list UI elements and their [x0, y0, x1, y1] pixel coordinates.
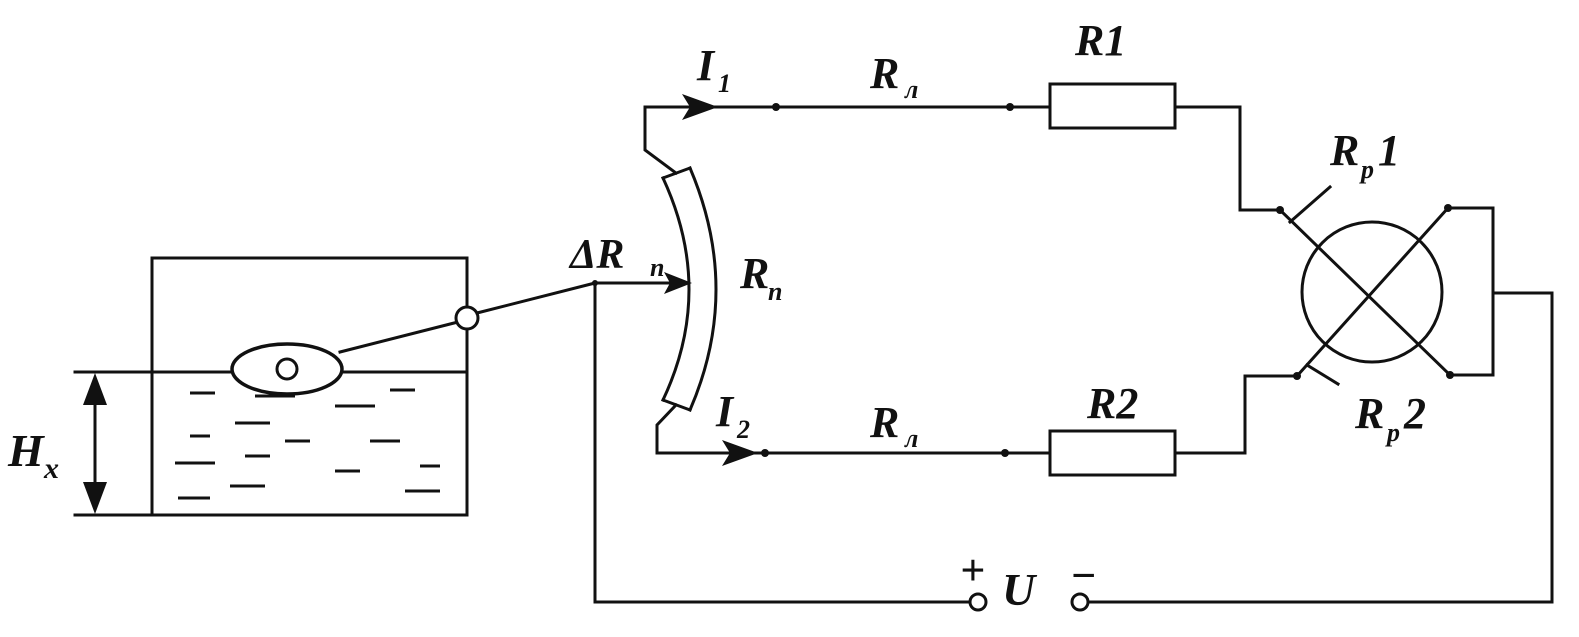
- delta-rp-subscript: п: [650, 253, 664, 282]
- potentiometer-rp: R п: [661, 166, 782, 412]
- r1-label: R1: [1074, 16, 1126, 65]
- resistor-r1: [1048, 82, 1177, 130]
- i1-label: I: [696, 41, 716, 90]
- hx-label: H: [7, 425, 45, 476]
- hx-subscript: x: [43, 452, 59, 485]
- minus-label: −: [1070, 551, 1097, 600]
- rr1-label: R: [1329, 126, 1359, 175]
- i1-subscript: 1: [718, 69, 731, 98]
- i2-subscript: 2: [736, 415, 750, 444]
- rr1-number: 1: [1378, 126, 1400, 175]
- liquid-dashes: [175, 388, 440, 500]
- rl-bottom-label: R: [869, 398, 899, 447]
- potentiometer-wiper: ΔR п: [568, 232, 692, 294]
- rr2-number: 2: [1403, 389, 1426, 438]
- rl-top-label: R: [869, 49, 899, 98]
- rl-top-subscript: л: [904, 75, 918, 104]
- ratiometer: R р 1 R р 2: [1276, 126, 1495, 447]
- supply-circuit: + U −: [593, 281, 1554, 615]
- rr1-subscript: р: [1359, 155, 1374, 184]
- u-label: U: [1002, 564, 1038, 615]
- liquid-tank: [73, 256, 597, 517]
- bottom-branch: I 2 R л R2: [655, 374, 1299, 477]
- rr2-subscript: р: [1385, 418, 1400, 447]
- rp-label: R: [739, 249, 769, 298]
- rr2-label: R: [1354, 389, 1384, 438]
- delta-rp-label: ΔR: [568, 232, 624, 278]
- plus-label: +: [960, 546, 985, 595]
- height-dimension: H x: [7, 373, 107, 514]
- resistor-r2: [1048, 429, 1177, 477]
- plus-terminal: [968, 592, 988, 612]
- r2-label: R2: [1086, 379, 1138, 428]
- i2-label: I: [715, 387, 735, 436]
- lever-pivot: [454, 305, 480, 331]
- float-pivot: [275, 357, 299, 381]
- rp-subscript: п: [768, 277, 782, 306]
- rl-bottom-subscript: л: [904, 424, 918, 453]
- top-branch: I 1 R л R1: [643, 16, 1282, 212]
